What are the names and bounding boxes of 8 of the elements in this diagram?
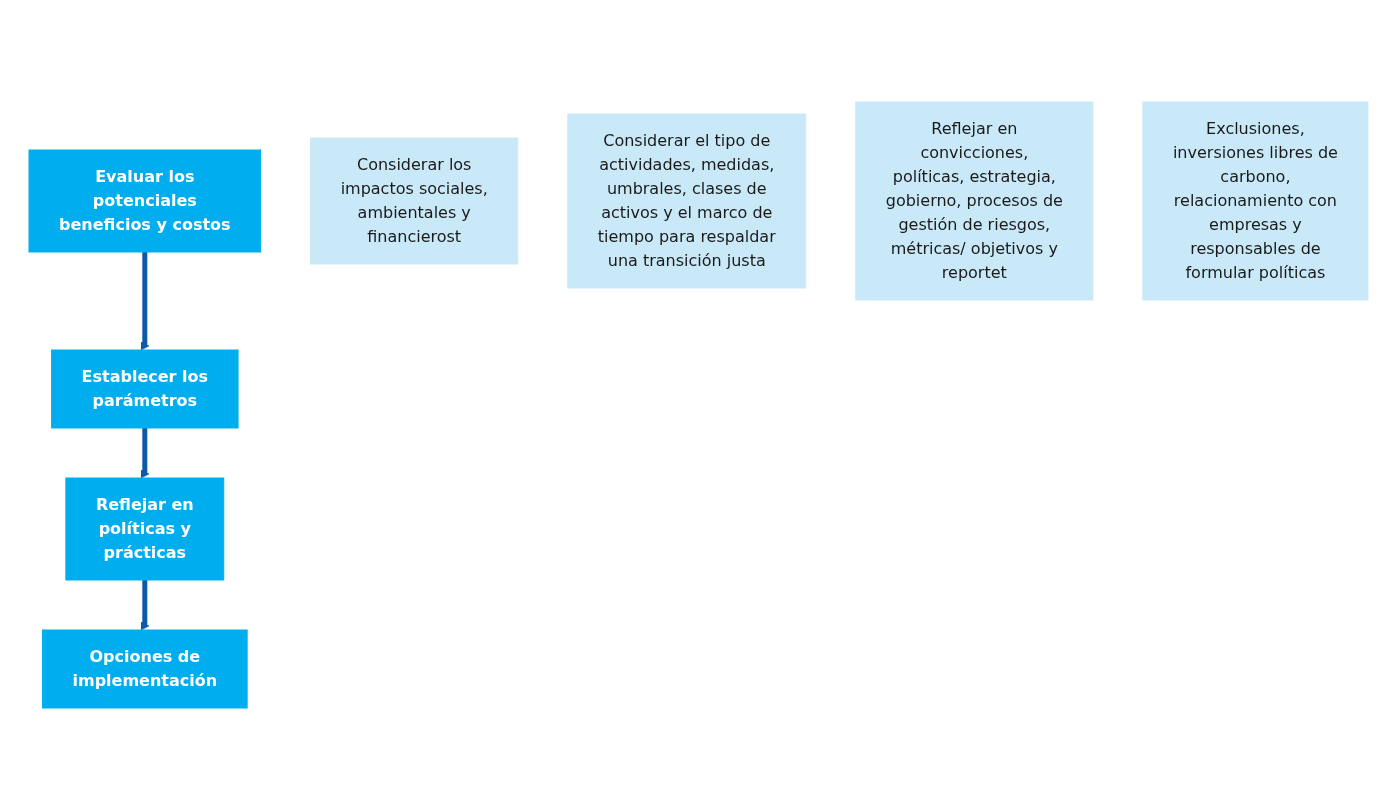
node-box: Evaluar los potenciales beneficios y costos	[28, 149, 261, 252]
node-box: Establecer los parámetros	[50, 349, 239, 428]
node-box: Exclusiones, inversiones libres de carbono, relacionamiento con empresas y responsables de formular políticas	[1141, 101, 1368, 300]
node-box: Reflejar en convicciones, políticas, estrategia, gobierno, procesos de gestión de riesgos, métricas/ objetivos y reportet	[854, 101, 1093, 300]
node-box: Reflejar en políticas y prácticas	[64, 477, 224, 580]
node-box: Considerar los impactos sociales, ambientales y financierost	[309, 137, 518, 264]
node-box: Considerar el tipo de actividades, medidas, umbrales, clases de activos y el marco de tiempo para respaldar una transición justa	[566, 113, 806, 288]
node-box: Opciones de implementación	[41, 629, 248, 708]
